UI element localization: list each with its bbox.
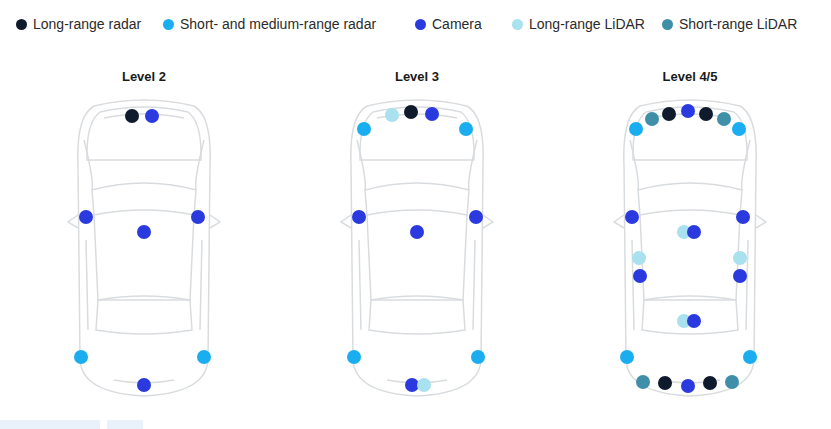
sensor-dot bbox=[417, 378, 431, 392]
legend-text: Short- and medium-range radar bbox=[180, 16, 376, 32]
sensor-dot bbox=[352, 210, 366, 224]
car-line bbox=[632, 240, 748, 330]
legend-swatch bbox=[512, 19, 523, 30]
car-line bbox=[86, 240, 202, 330]
sensor-dot bbox=[736, 210, 750, 224]
level-title: Level 4/5 bbox=[663, 69, 718, 84]
background-bar bbox=[107, 420, 143, 429]
sensor-dot bbox=[703, 376, 717, 390]
sensor-dot bbox=[687, 225, 701, 239]
legend-item: Camera bbox=[415, 16, 482, 32]
sensor-dot bbox=[681, 379, 695, 393]
sensor-dot bbox=[425, 107, 439, 121]
car-outline bbox=[614, 100, 766, 396]
sensor-dot bbox=[645, 112, 659, 126]
legend-text: Long-range radar bbox=[33, 16, 141, 32]
car-line bbox=[104, 114, 184, 383]
sensor-dot bbox=[197, 350, 211, 364]
sensor-dot bbox=[79, 210, 93, 224]
sensor-dot bbox=[725, 375, 739, 389]
legend-text: Long-range LiDAR bbox=[529, 16, 645, 32]
sensor-dot bbox=[404, 105, 418, 119]
car-outline bbox=[68, 100, 220, 396]
legend-swatch bbox=[415, 19, 426, 30]
level-title: Level 2 bbox=[122, 69, 166, 84]
sensor-dot bbox=[469, 210, 483, 224]
sensor-dot bbox=[405, 378, 419, 392]
car-line bbox=[357, 140, 477, 190]
legend-text: Camera bbox=[432, 16, 482, 32]
sensor-dot bbox=[459, 122, 473, 136]
car-line bbox=[341, 215, 351, 228]
sensor-dot bbox=[410, 225, 424, 239]
car-line bbox=[369, 296, 465, 334]
car-line bbox=[624, 100, 756, 396]
legend-swatch bbox=[16, 19, 27, 30]
sensor-dot bbox=[687, 314, 701, 328]
legend-item: Short- and medium-range radar bbox=[163, 16, 376, 32]
sensor-dot bbox=[629, 122, 643, 136]
sensor-dot bbox=[633, 269, 647, 283]
sensor-dot bbox=[471, 350, 485, 364]
car-line bbox=[642, 296, 738, 334]
background-bar bbox=[0, 420, 100, 429]
sensor-dot bbox=[74, 350, 88, 364]
car-line bbox=[210, 215, 220, 228]
sensor-dot bbox=[733, 251, 747, 265]
car-line bbox=[650, 114, 730, 383]
sensor-dot bbox=[681, 104, 695, 118]
car-line bbox=[614, 215, 624, 228]
car-line bbox=[84, 140, 204, 190]
car-line bbox=[96, 296, 192, 334]
sensor-dot bbox=[658, 376, 672, 390]
car-line bbox=[359, 240, 475, 330]
car-line bbox=[367, 215, 467, 300]
car-outline bbox=[341, 100, 493, 396]
sensor-dot bbox=[357, 122, 371, 136]
sensor-dot bbox=[125, 109, 139, 123]
car-line bbox=[92, 183, 196, 215]
car-line bbox=[756, 215, 766, 228]
sensor-dot bbox=[137, 378, 151, 392]
sensor-dot bbox=[385, 108, 399, 122]
car-line bbox=[640, 215, 740, 300]
legend-swatch bbox=[662, 19, 673, 30]
car-line bbox=[94, 215, 194, 300]
sensor-dot bbox=[743, 350, 757, 364]
legend-swatch bbox=[163, 19, 174, 30]
sensor-dot bbox=[636, 375, 650, 389]
car-line bbox=[377, 114, 457, 383]
legend-item: Long-range radar bbox=[16, 16, 141, 32]
sensor-dot bbox=[699, 107, 713, 121]
sensor-dot bbox=[717, 112, 731, 126]
car-line bbox=[78, 100, 210, 396]
sensor-dot bbox=[733, 269, 747, 283]
sensor-dot bbox=[145, 109, 159, 123]
car-line bbox=[87, 107, 201, 160]
legend-item: Long-range LiDAR bbox=[512, 16, 645, 32]
legend-item: Short-range LiDAR bbox=[662, 16, 797, 32]
sensor-dot bbox=[625, 210, 639, 224]
sensor-dot bbox=[632, 251, 646, 265]
sensor-dot bbox=[347, 350, 361, 364]
sensor-dot bbox=[732, 122, 746, 136]
sensor-dot bbox=[662, 107, 676, 121]
car-line bbox=[68, 215, 78, 228]
sensor-dot bbox=[137, 225, 151, 239]
sensor-dot bbox=[620, 350, 634, 364]
car-line bbox=[351, 100, 483, 396]
car-line bbox=[630, 140, 750, 190]
car-line bbox=[483, 215, 493, 228]
car-line bbox=[638, 183, 742, 215]
legend-text: Short-range LiDAR bbox=[679, 16, 797, 32]
car-line bbox=[365, 183, 469, 215]
sensor-dot bbox=[191, 210, 205, 224]
level-title: Level 3 bbox=[395, 69, 439, 84]
